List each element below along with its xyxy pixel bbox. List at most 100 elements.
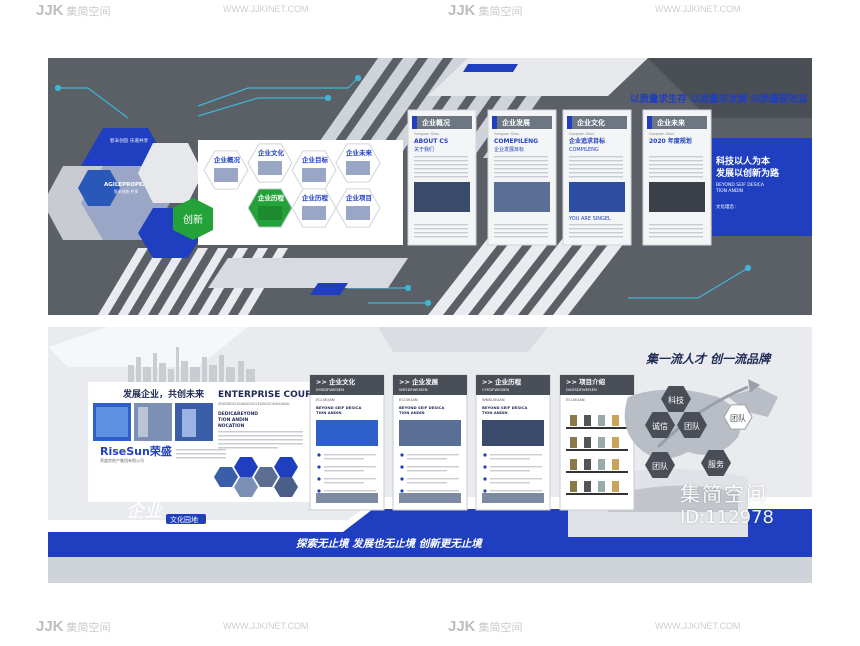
hex-tile-photo xyxy=(346,206,370,220)
hex-innovation-label: 创新 xyxy=(183,213,203,226)
panel-bullet xyxy=(400,477,404,481)
panel-bullet xyxy=(317,489,321,493)
blue-accent xyxy=(463,64,518,72)
panel-b2: TION ANDIN xyxy=(316,410,342,415)
culture-tag: 文化园地 xyxy=(170,515,198,524)
board-title-accent xyxy=(492,116,497,129)
logo-name: RiseSun荣盛 xyxy=(100,444,172,458)
board xyxy=(642,109,712,246)
panel-title: >> 项目介绍 xyxy=(566,377,606,386)
city-skyline xyxy=(128,347,255,385)
culture-cn: 企业 xyxy=(126,501,164,522)
panel-text-line xyxy=(490,490,542,492)
value-hex-label: 科技 xyxy=(668,395,684,405)
panel-b1: BEYOND SEIF DESICA xyxy=(399,405,444,410)
board-heading: 企业追求目标 xyxy=(568,137,605,145)
logo-text-lines xyxy=(176,449,226,459)
panel-bullet xyxy=(317,465,321,469)
watermark-url: WWW.JJKINET.COM xyxy=(655,4,741,14)
panel-image-small xyxy=(482,493,544,503)
board-text-line xyxy=(569,172,623,174)
hex-left-text2: AGILEPROPEATY xyxy=(104,182,155,188)
panel-text-line xyxy=(490,482,530,484)
panel-en2: ECUXUAN xyxy=(399,397,418,402)
hex-tile-label: 企业项目 xyxy=(345,193,372,202)
panel-text-line xyxy=(490,478,542,480)
board-heading2: COMPILENG xyxy=(569,147,599,153)
value-hex-label: 团队 xyxy=(652,461,668,471)
panel-bullet xyxy=(317,477,321,481)
intro-en: ENTERPRISE COURSE xyxy=(218,390,325,400)
panel-text-line xyxy=(324,470,364,472)
panel-shelf xyxy=(566,427,628,429)
board-text-line xyxy=(414,176,468,178)
panel-text-line xyxy=(407,470,447,472)
right-panel-line4: TION ANDIN xyxy=(715,188,743,194)
board-title: 企业文化 xyxy=(576,118,605,127)
board-image xyxy=(414,182,470,212)
logo-sub: 荣盛房地产集团有限公司 xyxy=(100,457,144,463)
panel-b1: BEYOND SEIF DESICA xyxy=(482,405,527,410)
panel-image xyxy=(399,420,461,446)
value-hex-group: 科技诚信团队团队服务团队 xyxy=(645,386,753,478)
culture-en: Company xyxy=(130,523,152,529)
intro-cn: 发展企业，共创未来 xyxy=(122,388,205,400)
panel-trophy xyxy=(570,437,577,448)
blue-accent xyxy=(310,283,348,295)
board-sub: Gongsan Shou xyxy=(649,132,674,136)
board-text-line xyxy=(414,160,468,162)
motto: 集一流人才 创一流品牌 xyxy=(645,352,772,366)
hex-innovation xyxy=(173,198,213,240)
board xyxy=(487,109,557,246)
panel-bullet xyxy=(483,477,487,481)
board-text-line xyxy=(649,168,703,170)
intro-sub: ZHIXINGCHUANGZAOLEDAOGONGXIANG xyxy=(218,402,290,406)
panel-bullet xyxy=(400,489,404,493)
panel-trophy xyxy=(570,481,577,492)
panel-b1: BEYOND SEIF DESICA xyxy=(316,405,361,410)
panel-trophy xyxy=(612,459,619,470)
building-photos xyxy=(93,403,213,441)
board-text-line xyxy=(569,232,623,234)
panel-en1: CFEDFWEISEN xyxy=(482,387,509,392)
board-text-line xyxy=(494,176,548,178)
panel-shelf xyxy=(566,493,628,495)
board-title-accent xyxy=(647,116,652,129)
hex-tile-label: 企业历程 xyxy=(301,193,329,202)
panel-bullet xyxy=(400,453,404,457)
hex-left-text1: 智辛创造 乐道共享 xyxy=(110,137,149,144)
panel-text-line xyxy=(324,478,376,480)
board-text-line xyxy=(649,236,703,238)
value-hex-label: 服务 xyxy=(708,459,724,469)
board-text-line xyxy=(649,228,703,230)
panel-header xyxy=(310,375,384,395)
value-hex-label: 团队 xyxy=(684,421,700,431)
panel-text-line xyxy=(490,458,530,460)
board-text-line xyxy=(649,164,703,166)
board-text-line xyxy=(414,172,468,174)
hex-tile-photo xyxy=(302,168,326,182)
bottom-slogan: 探索无止境 发展也无止境 创新更无止境 xyxy=(296,537,483,550)
id-watermark-id: ID:112978 xyxy=(680,507,774,528)
board-text-line xyxy=(569,224,623,226)
board-text-line xyxy=(494,172,548,174)
hex-tile-label: 企业概况 xyxy=(213,155,241,164)
top-right-shade xyxy=(648,58,812,118)
board-text-line xyxy=(494,168,548,170)
board-sub: Gongsan Shou xyxy=(494,132,519,136)
board-title: 企业发展 xyxy=(501,118,531,127)
panel-image-small xyxy=(316,493,378,503)
watermark-url: WWW.JJKINET.COM xyxy=(223,4,309,14)
board-text-line xyxy=(414,164,468,166)
right-panel-line3: BEYOND SEIF DESICA xyxy=(716,182,765,188)
hex-tile-label: 企业文化 xyxy=(257,148,285,157)
panel-bullet xyxy=(483,453,487,457)
panel-text-line xyxy=(407,458,447,460)
panel-text-line xyxy=(324,454,376,456)
value-hex-label: 诚信 xyxy=(652,421,668,431)
panel-shelf xyxy=(566,471,628,473)
panel-trophy xyxy=(584,481,591,492)
panel-en2: ECUXUAN xyxy=(566,397,585,402)
